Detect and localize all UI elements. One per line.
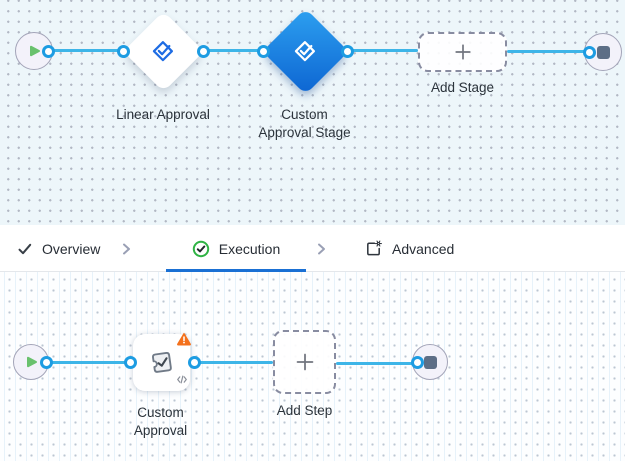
add-step-label: Add Step [276,403,333,418]
stop-icon [596,45,610,59]
code-icon [176,373,188,386]
chevron-right-icon [118,225,134,272]
approval-stage-icon [291,37,319,65]
stage-label: Linear Approval [116,107,210,122]
connector-port[interactable] [410,355,424,369]
plus-icon [294,351,316,373]
flow-tab-bar: Overview Execution Advanced [0,225,625,272]
warning-icon [176,331,192,347]
custom-action-check-icon [145,346,179,380]
approval-stage-icon [149,37,177,65]
connector-port[interactable] [41,44,55,58]
edge-connector [203,49,263,52]
page-gear-icon [364,239,383,258]
stop-icon [423,355,437,369]
edge-connector [347,49,418,52]
connector-port[interactable] [116,44,130,58]
connector-port[interactable] [340,44,354,58]
add-step-button[interactable] [273,330,336,394]
play-icon [23,354,39,370]
edge-connector [48,49,123,52]
stage-label: Custom Approval Stage [258,107,351,140]
edge-connector [46,360,130,364]
connector-port[interactable] [582,45,596,59]
stage-node-linear-approval[interactable] [122,10,204,92]
edge-connector [507,50,589,53]
connector-port[interactable] [196,44,210,58]
stage-node-custom-approval-stage[interactable] [261,7,349,95]
tab-label: Advanced [392,240,455,257]
step-label: Custom Approval [133,405,188,438]
tab-label: Execution [218,240,281,257]
check-icon [17,241,33,257]
check-circle-icon [192,240,210,258]
connector-port[interactable] [123,355,137,369]
play-icon [26,43,42,59]
step-canvas[interactable] [0,272,625,461]
plus-icon [453,42,473,62]
connector-port[interactable] [39,355,53,369]
stage-canvas[interactable]: Linear Approval Custom Approval Stage Ad… [0,0,625,225]
tab-advanced[interactable]: Advanced [364,225,454,272]
tab-execution[interactable]: Execution [166,225,306,272]
connector-port[interactable] [187,355,201,369]
edge-connector [194,360,273,364]
tab-label: Overview [42,240,101,257]
connector-port[interactable] [256,44,270,58]
tab-overview[interactable]: Overview [17,225,100,272]
add-stage-label: Add Stage [430,80,495,95]
add-stage-button[interactable] [418,32,507,72]
edge-connector [336,361,417,365]
chevron-right-icon [313,225,329,272]
